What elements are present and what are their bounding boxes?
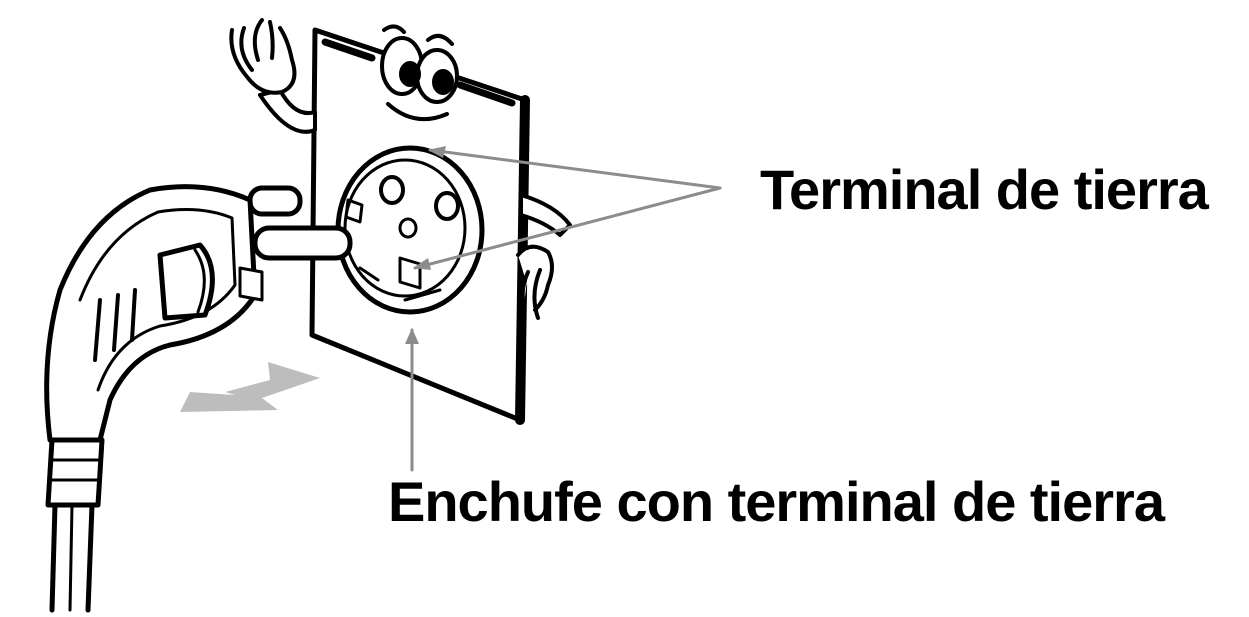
pointer-arrowheads: [405, 146, 446, 344]
ground-terminal-label: Terminal de tierra: [760, 158, 1209, 221]
arrow-left-icon: [180, 362, 320, 412]
wall-outlet-icon: [309, 27, 530, 425]
outlet-face: [380, 24, 459, 122]
right-hand: [516, 193, 572, 320]
pointer-lines: [410, 148, 722, 472]
plug-icon: [44, 184, 353, 613]
grounded-outlet-label: Enchufe con terminal de tierra: [388, 470, 1165, 533]
waving-arm: [229, 18, 317, 134]
